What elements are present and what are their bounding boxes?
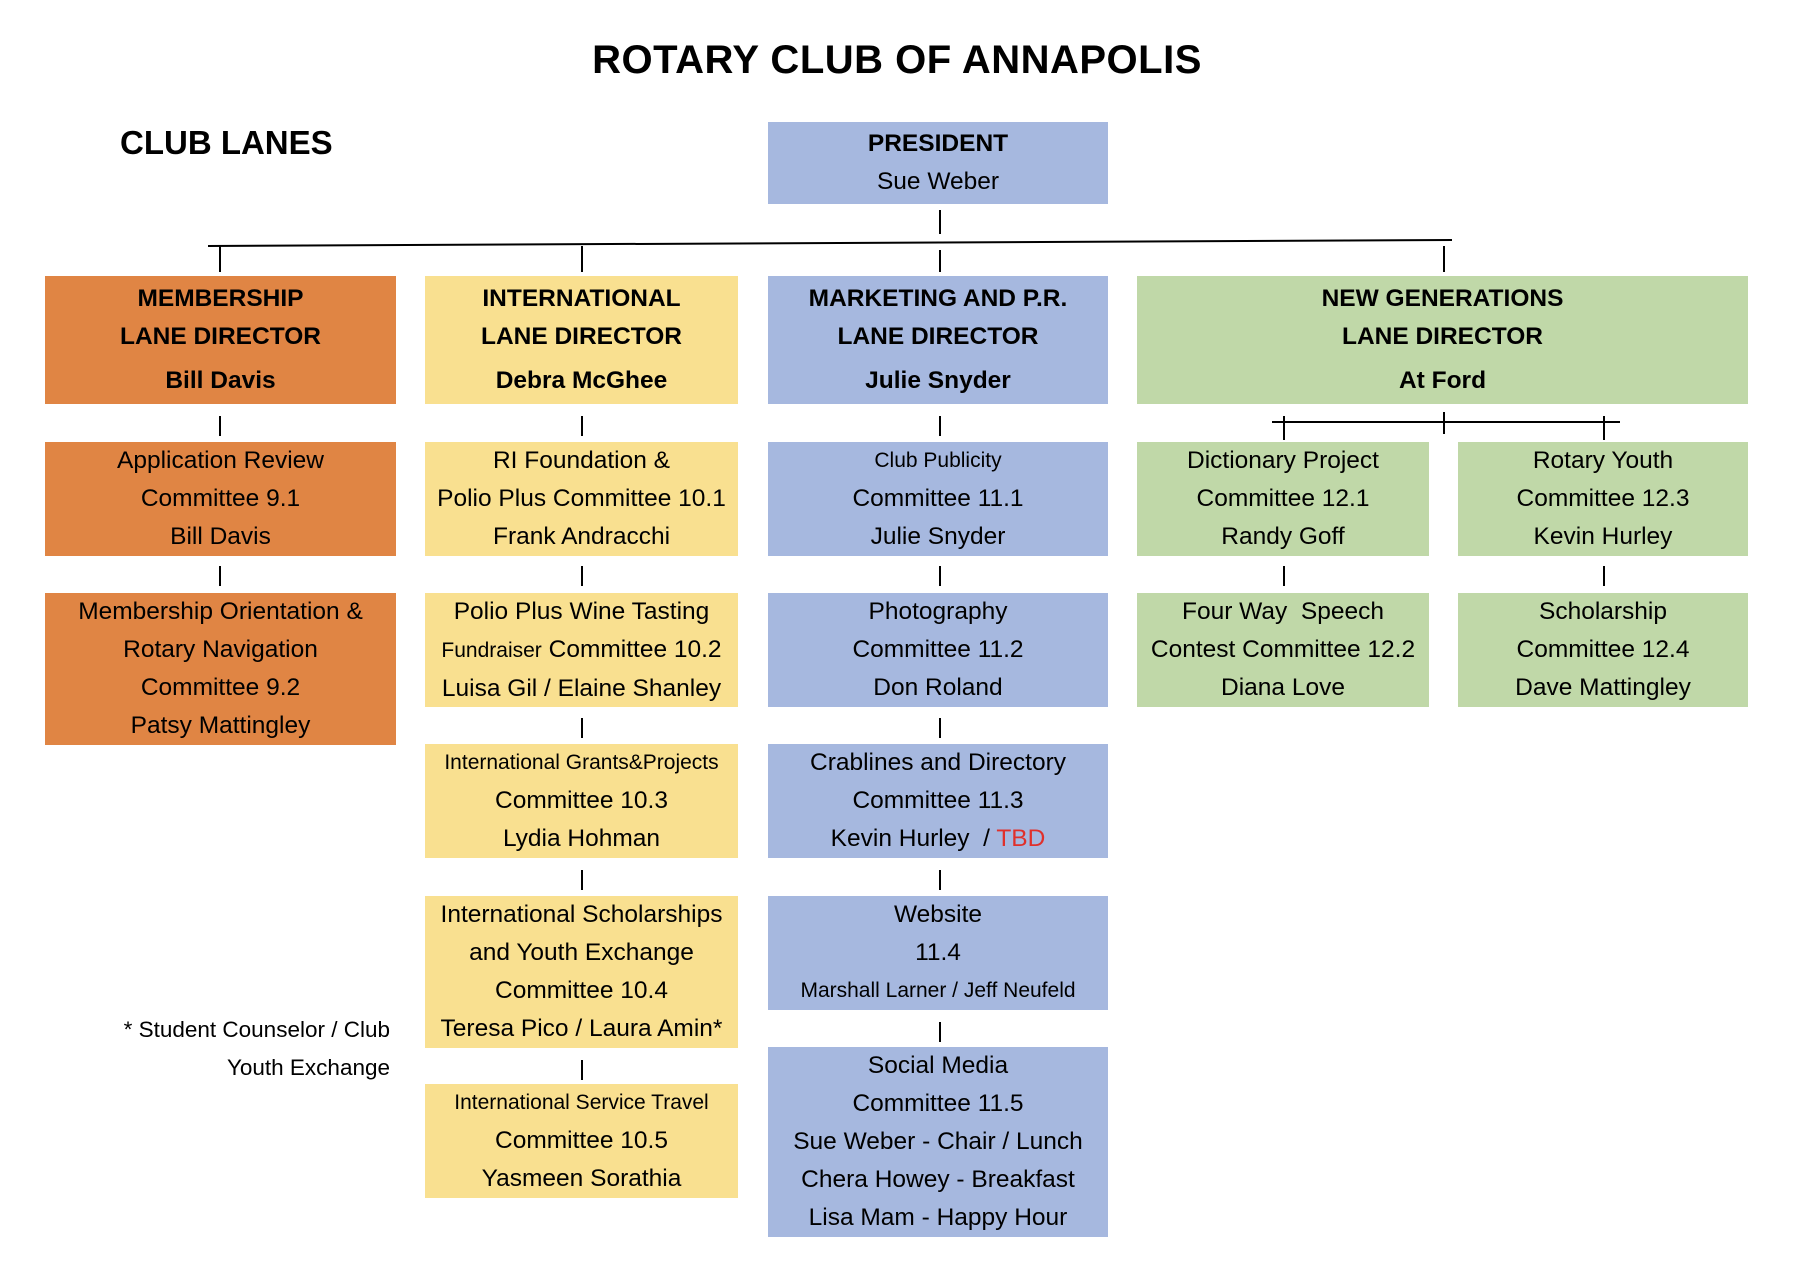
committee-10-4-box: International Scholarships and Youth Exc… — [425, 896, 738, 1048]
committee-line: Patsy Mattingley — [130, 712, 311, 739]
footnote-line: * Student Counselor / Club — [123, 1017, 390, 1042]
committee-line: International Scholarships — [440, 901, 723, 928]
president-role: PRESIDENT — [867, 130, 1009, 157]
committee-line: Kevin Hurley — [1533, 523, 1673, 550]
committee-line: Committee 10.5 — [495, 1127, 668, 1154]
committee-12-1-box: Dictionary Project Committee 12.1 Randy … — [1137, 442, 1429, 556]
committee-line: Committee 9.2 — [140, 674, 301, 701]
director-title: INTERNATIONAL — [482, 285, 681, 312]
committee-line: Committee 11.2 — [852, 636, 1024, 663]
committee-line: Membership Orientation & — [78, 598, 363, 625]
committee-10-1-box: RI Foundation & Polio Plus Committee 10.… — [425, 442, 738, 556]
committee-line: Website — [893, 901, 983, 928]
new-generations-director-box: NEW GENERATIONS LANE DIRECTOR At Ford — [1137, 276, 1748, 404]
committee-line: Rotary Youth — [1532, 447, 1674, 474]
director-subtitle: LANE DIRECTOR — [119, 323, 321, 350]
director-name: Bill Davis — [165, 367, 276, 394]
committee-line: Crablines and Directory — [810, 749, 1066, 776]
director-name: At Ford — [1398, 367, 1487, 394]
committee-line: Luisa Gil / Elaine Shanley — [441, 674, 722, 702]
director-title: MEMBERSHIP — [137, 285, 304, 312]
committee-line: Photography — [868, 598, 1008, 625]
footnote: * Student Counselor / Club Youth Exchang… — [90, 1011, 390, 1087]
committee-line: 11.4 — [915, 939, 961, 966]
committee-line: Kevin Hurley / — [830, 825, 997, 852]
footnote-line: Youth Exchange — [226, 1055, 390, 1080]
committee-12-2-box: Four Way Speech Contest Committee 12.2 D… — [1137, 593, 1429, 707]
committee-line: Frank Andracchi — [492, 523, 671, 550]
committee-line: Marshall Larner / Jeff Neufeld — [800, 979, 1076, 1002]
committee-line: Polio Plus Committee 10.1 — [437, 485, 726, 512]
committee-line: International Grants&Projects — [444, 751, 719, 774]
membership-director-box: MEMBERSHIP LANE DIRECTOR Bill Davis — [45, 276, 396, 404]
committee-line: Scholarship — [1538, 598, 1667, 625]
international-director-box: INTERNATIONAL LANE DIRECTOR Debra McGhee — [425, 276, 738, 404]
committee-line: Dave Mattingley — [1515, 674, 1691, 701]
club-lanes-heading: CLUB LANES — [120, 124, 333, 161]
committee-10-3-box: International Grants&Projects Committee … — [425, 744, 738, 858]
committee-line: Committee 12.4 — [1516, 636, 1690, 663]
committee-line: Yasmeen Sorathia — [481, 1165, 682, 1192]
director-title: MARKETING AND P.R. — [808, 285, 1068, 312]
committee-line: Committee 9.1 — [140, 485, 301, 512]
committee-line: Don Roland — [873, 674, 1003, 701]
director-subtitle: LANE DIRECTOR — [480, 323, 682, 350]
director-subtitle: LANE DIRECTOR — [837, 323, 1039, 350]
president-box: PRESIDENT Sue Weber — [768, 122, 1108, 204]
marketing-director-box: MARKETING AND P.R. LANE DIRECTOR Julie S… — [768, 276, 1108, 404]
committee-line: Rotary Navigation — [123, 636, 318, 663]
director-name: Julie Snyder — [865, 367, 1011, 394]
committee-line: Social Media — [867, 1052, 1009, 1079]
committee-11-1-box: Club Publicity Committee 11.1 Julie Snyd… — [768, 442, 1108, 556]
committee-line: Polio Plus Wine Tasting — [453, 597, 710, 625]
committee-line: Randy Goff — [1221, 523, 1345, 550]
committee-line: RI Foundation & — [492, 447, 671, 474]
committee-line: Chera Howey - Breakfast — [801, 1166, 1075, 1193]
committee-11-3-box: Crablines and Directory Committee 11.3 K… — [768, 744, 1108, 858]
committee-line: Committee 11.5 — [852, 1090, 1024, 1117]
committee-line: Committee 10.4 — [495, 977, 668, 1004]
committee-line: Contest Committee 12.2 — [1150, 636, 1416, 663]
committee-line: Committee 12.3 — [1516, 485, 1690, 512]
committee-9-2-box: Membership Orientation & Rotary Navigati… — [45, 593, 396, 745]
committee-line: Diana Love — [1221, 674, 1345, 701]
committee-line: Lydia Hohman — [502, 825, 661, 852]
committee-10-2-box: Polio Plus Wine Tasting Fundraiser Commi… — [425, 593, 738, 707]
director-subtitle: LANE DIRECTOR — [1341, 323, 1543, 350]
committee-9-1-box: Application Review Committee 9.1 Bill Da… — [45, 442, 396, 556]
committee-11-4-box: Website 11.4 Marshall Larner / Jeff Neuf… — [768, 896, 1108, 1010]
director-name: Debra McGhee — [495, 367, 668, 394]
committee-12-3-box: Rotary Youth Committee 12.3 Kevin Hurley — [1458, 442, 1748, 556]
committee-line: Club Publicity — [874, 449, 1002, 472]
committee-line: Committee 10.2 — [548, 635, 722, 663]
committee-line: Committee 11.1 — [852, 485, 1024, 512]
committee-line: International Service Travel — [454, 1091, 709, 1114]
committee-line: Teresa Pico / Laura Amin* — [440, 1015, 723, 1042]
committee-line: Committee 11.3 — [852, 787, 1024, 814]
committee-line: Committee 10.3 — [495, 787, 668, 814]
committee-line-prefix: Fundraiser — [441, 638, 542, 662]
committee-line: Lisa Mam - Happy Hour — [808, 1204, 1068, 1231]
committee-line: Julie Snyder — [870, 523, 1006, 550]
director-title: NEW GENERATIONS — [1321, 285, 1564, 312]
committee-line: Application Review — [117, 447, 324, 474]
committee-10-5-box: International Service Travel Committee 1… — [425, 1084, 738, 1198]
president-name: Sue Weber — [876, 168, 1000, 195]
committee-11-5-box: Social Media Committee 11.5 Sue Weber - … — [768, 1047, 1108, 1237]
committee-11-2-box: Photography Committee 11.2 Don Roland — [768, 593, 1108, 707]
committee-line: Bill Davis — [170, 523, 271, 550]
committee-line: Committee 12.1 — [1196, 485, 1370, 512]
page-title: ROTARY CLUB OF ANNAPOLIS — [592, 38, 1202, 82]
committee-12-4-box: Scholarship Committee 12.4 Dave Mattingl… — [1458, 593, 1748, 707]
committee-line: and Youth Exchange — [469, 939, 694, 966]
committee-line: Dictionary Project — [1187, 447, 1379, 474]
committee-line: Four Way Speech — [1182, 598, 1384, 625]
tbd-label: TBD — [996, 825, 1046, 852]
committee-line: Sue Weber - Chair / Lunch — [793, 1128, 1083, 1155]
